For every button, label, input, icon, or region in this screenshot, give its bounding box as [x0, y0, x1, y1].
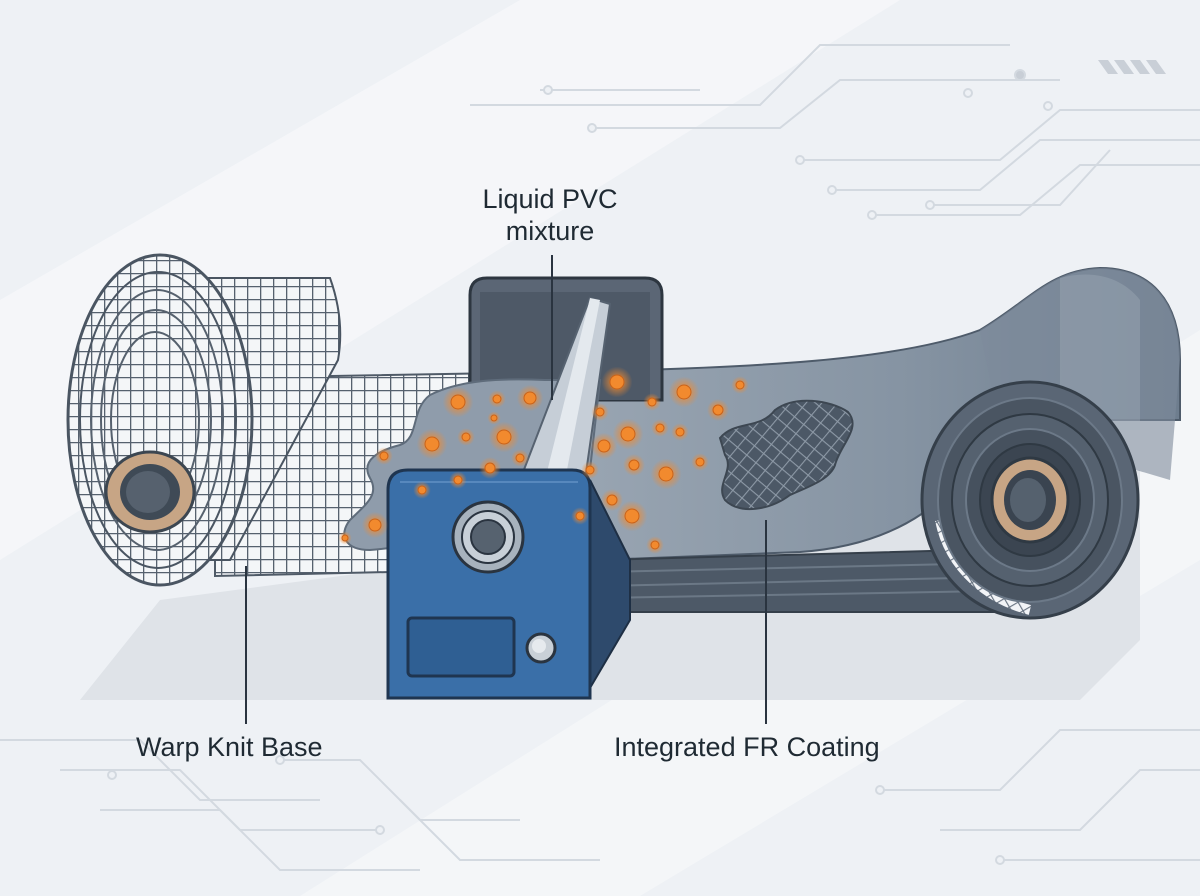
integrated-fr-coating-label: Integrated FR Coating [614, 731, 880, 763]
pvc-particle [625, 509, 639, 523]
pvc-particle [648, 398, 656, 406]
pvc-particle [607, 495, 617, 505]
pvc-particle [491, 415, 497, 421]
pvc-particle [713, 405, 723, 415]
pvc-particle [676, 428, 684, 436]
pvc-particle [462, 433, 470, 441]
pvc-particle [610, 375, 624, 389]
pvc-particle [418, 486, 426, 494]
pvc-particle [656, 424, 664, 432]
pvc-particle [629, 460, 639, 470]
pvc-particle [696, 458, 704, 466]
warp-knit-base-label: Warp Knit Base [136, 731, 323, 763]
pvc-particle [516, 454, 524, 462]
pvc-particle [493, 395, 501, 403]
corner-stripes-icon [1098, 60, 1166, 74]
pvc-particle [651, 541, 659, 549]
pvc-particle [576, 512, 584, 520]
liquid-pvc-label-line2: mixture [420, 215, 680, 247]
machine-display-panel [408, 618, 514, 676]
pvc-particle [497, 430, 511, 444]
machine-dial-icon [453, 502, 523, 572]
pvc-particle [369, 519, 381, 531]
pvc-particle [621, 427, 635, 441]
pvc-particle [454, 476, 462, 484]
pvc-particle [380, 452, 388, 460]
pvc-particle [736, 381, 744, 389]
liquid-pvc-label: Liquid PVC mixture [420, 183, 680, 247]
pvc-particle [451, 395, 465, 409]
pvc-particle [524, 392, 536, 404]
pvc-particle [586, 466, 594, 474]
pvc-particle [659, 467, 673, 481]
machine-knob-icon [527, 634, 555, 662]
pvc-particle [342, 535, 348, 541]
pvc-particle [596, 408, 604, 416]
pvc-particle [598, 440, 610, 452]
pvc-particle [425, 437, 439, 451]
pvc-particle [677, 385, 691, 399]
liquid-pvc-label-line1: Liquid PVC [420, 183, 680, 215]
pvc-particle [485, 463, 495, 473]
